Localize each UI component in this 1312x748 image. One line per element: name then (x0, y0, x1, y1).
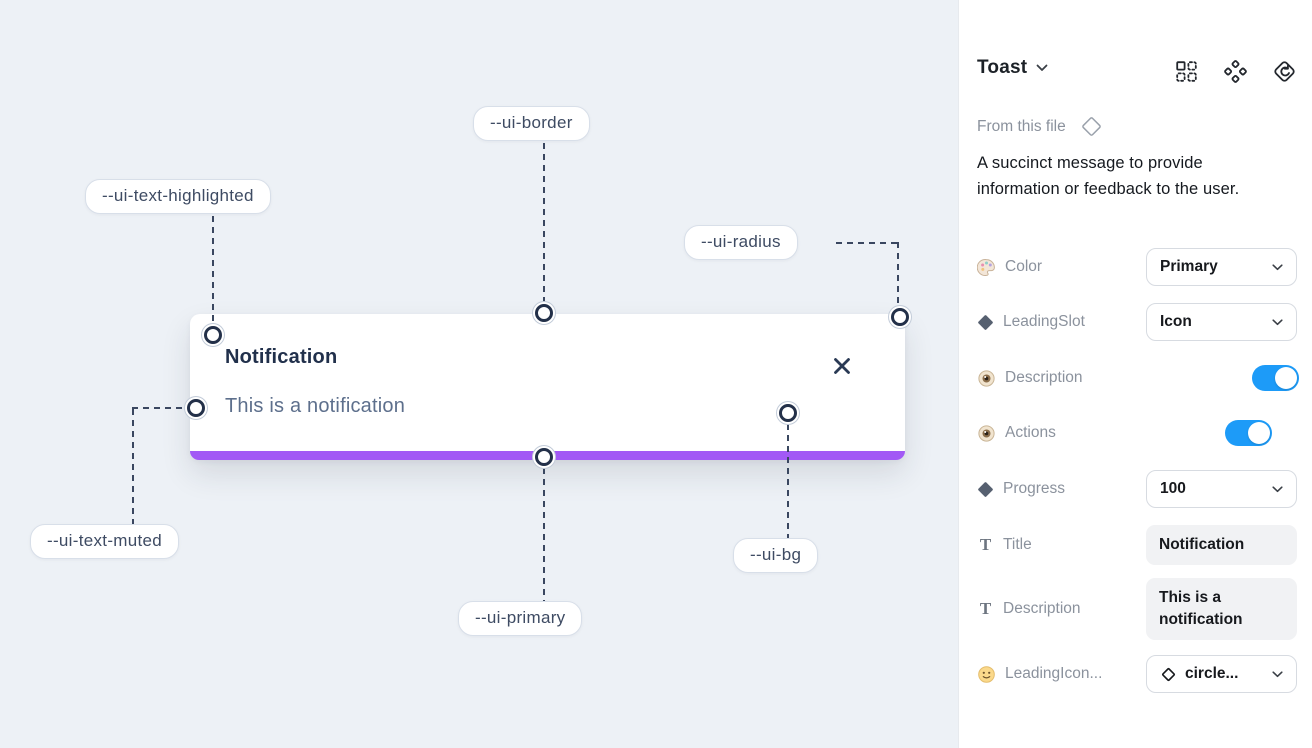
property-label: Progress (1003, 480, 1066, 497)
description-field[interactable]: This is a notification (1146, 578, 1297, 640)
property-row-progress: Progress 100 (977, 470, 1297, 508)
return-to-component-icon[interactable] (1272, 59, 1297, 84)
instance-grid-icon[interactable] (1174, 59, 1199, 84)
connector-line-radius-v (897, 242, 899, 308)
panel-header-icons (1174, 59, 1297, 84)
panel-title: Toast (977, 57, 1028, 78)
leadingslot-dropdown[interactable]: Icon (1146, 303, 1297, 341)
text-icon: T (979, 535, 992, 554)
connector-line-text-muted-v (132, 409, 134, 524)
property-row-color: Color Primary (977, 248, 1297, 286)
connector-dot-border (535, 304, 553, 322)
dropdown-value: 100 (1160, 480, 1186, 497)
property-label: Title (1003, 536, 1032, 553)
connector-dot-text-muted (187, 399, 205, 417)
property-label: LeadingIcon... (1005, 665, 1103, 682)
property-row-leadingicon: LeadingIcon... circle... (977, 655, 1297, 693)
annotation-ui-border: --ui-border (473, 106, 590, 141)
dropdown-value: Icon (1160, 313, 1192, 330)
dropdown-value: Primary (1160, 258, 1218, 275)
source-row: From this file (977, 114, 1104, 139)
connector-dot-text-highlighted (204, 326, 222, 344)
annotation-ui-primary: --ui-primary (458, 601, 583, 636)
diamond-outline-icon (1081, 117, 1101, 136)
properties-panel: Toast From this file (958, 0, 1312, 748)
chevron-down-icon (1272, 670, 1283, 677)
canvas: Notification This is a notification --ui… (0, 0, 958, 748)
property-row-actions-toggle: Actions (977, 414, 1297, 452)
palette-icon (977, 258, 995, 276)
dropdown-value: circle... (1185, 665, 1239, 682)
component-selector[interactable]: Toast (977, 57, 1048, 79)
diamond-icon (977, 314, 994, 330)
chevron-down-icon (1036, 64, 1048, 71)
annotation-ui-bg: --ui-bg (733, 538, 819, 573)
eye-icon (978, 369, 995, 387)
property-row-title: T Title Notification (977, 525, 1297, 565)
close-icon[interactable] (831, 355, 853, 377)
connector-dot-bg (779, 404, 797, 422)
smiley-icon (978, 665, 995, 683)
diamond-outline-icon (1162, 667, 1175, 681)
connector-line-bg (787, 424, 789, 538)
property-row-leadingslot: LeadingSlot Icon (977, 303, 1297, 341)
chevron-down-icon (1272, 318, 1283, 325)
chevron-down-icon (1272, 263, 1283, 270)
chevron-down-icon (1272, 485, 1283, 492)
source-label: From this file (977, 117, 1066, 135)
toast-description: This is a notification (225, 395, 406, 417)
actions-toggle[interactable] (1224, 420, 1272, 446)
color-dropdown[interactable]: Primary (1146, 248, 1297, 286)
connector-line-primary (543, 468, 545, 601)
component-icon[interactable] (1223, 59, 1248, 84)
leadingicon-dropdown[interactable]: circle... (1146, 655, 1297, 693)
annotation-ui-radius: --ui-radius (684, 225, 798, 260)
eye-icon (978, 424, 995, 442)
connector-dot-radius (891, 308, 909, 326)
connector-line-radius-h (836, 242, 898, 244)
connector-dot-primary (535, 448, 553, 466)
connector-line-text-highlighted (212, 216, 214, 326)
description-toggle[interactable] (1251, 365, 1299, 391)
progress-dropdown[interactable]: 100 (1146, 470, 1297, 508)
property-label: Color (1005, 258, 1043, 275)
annotation-ui-text-highlighted: --ui-text-highlighted (85, 179, 271, 214)
property-label: Actions (1005, 424, 1056, 441)
annotation-ui-text-muted: --ui-text-muted (30, 524, 180, 559)
property-row-description-text: T Description This is a notification (977, 578, 1297, 640)
toast-component[interactable]: Notification This is a notification (190, 314, 905, 460)
toast-title: Notification (225, 346, 338, 368)
title-field[interactable]: Notification (1146, 525, 1297, 565)
property-label: Description (1005, 369, 1083, 386)
connector-line-border (543, 143, 545, 305)
property-row-description-toggle: Description (977, 359, 1299, 397)
property-label: Description (1003, 600, 1081, 617)
component-description: A succinct message to provide informatio… (977, 154, 1240, 198)
connector-line-text-muted-h (132, 407, 188, 409)
property-label: LeadingSlot (1003, 313, 1085, 330)
text-icon: T (979, 599, 992, 618)
diamond-icon (977, 481, 994, 497)
